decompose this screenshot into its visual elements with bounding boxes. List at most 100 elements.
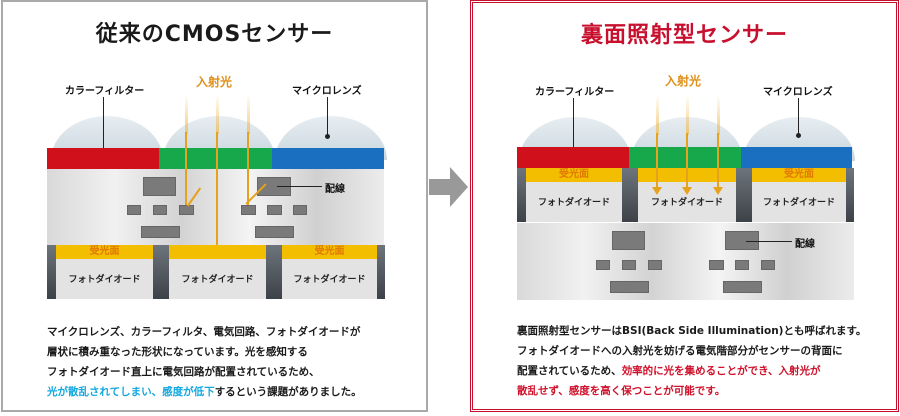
blue-filter bbox=[272, 148, 384, 169]
conventional-cmos-panel: 従来のCMOSセンサー カラーフィルター 入射光 マイクロレンズ 配線 受光面 … bbox=[1, 0, 428, 412]
photodiode: 受光面 フォトダイオード bbox=[752, 168, 846, 222]
description-text: するという課題がありました。 bbox=[214, 386, 362, 398]
light-beam-fade bbox=[216, 94, 219, 134]
light-receiving-surface: 受光面 bbox=[752, 168, 846, 182]
separator bbox=[266, 245, 282, 299]
highlight-text: 散乱せず、感度を高く保つことが可能です。 bbox=[517, 385, 726, 397]
light-beam bbox=[185, 132, 187, 205]
green-filter bbox=[159, 148, 272, 169]
leader-dot bbox=[325, 134, 330, 139]
panel-title: 裏面照射型センサー bbox=[580, 23, 788, 48]
arrowhead-icon bbox=[652, 187, 662, 195]
wiring-block bbox=[255, 226, 294, 238]
blue-filter bbox=[741, 147, 852, 168]
leader-line bbox=[746, 241, 792, 242]
wiring-block bbox=[725, 231, 759, 250]
wiring-block bbox=[735, 260, 749, 270]
incident-light-label: 入射光 bbox=[665, 74, 702, 88]
highlight-text: 効率的に光を集めることができ、入射光が bbox=[621, 365, 821, 377]
description: 裏面照射型センサーはBSI(Back Side Illumination)とも呼… bbox=[517, 321, 866, 401]
wiring-block bbox=[723, 281, 762, 293]
photodiode: 受光面 フォトダイオード bbox=[56, 245, 153, 299]
light-beam-fade bbox=[656, 95, 659, 135]
light-beam-fade bbox=[185, 94, 188, 134]
color-filter-label: カラーフィルター bbox=[65, 86, 145, 97]
light-beam-fade bbox=[247, 94, 250, 134]
wiring-block bbox=[267, 205, 282, 215]
light-beam bbox=[216, 132, 218, 272]
photodiode: 受光面 フォトダイオード bbox=[526, 168, 622, 222]
photodiode-label: フォトダイオード bbox=[762, 198, 835, 208]
leader-line bbox=[277, 186, 322, 187]
green-filter bbox=[629, 147, 741, 168]
photodiode: フォトダイオード bbox=[169, 245, 266, 299]
separator bbox=[47, 245, 56, 299]
description-line: フォトダイオードへの入射光を妨げる電気階部分がセンサーの背面に bbox=[517, 345, 843, 357]
circuit-layer bbox=[517, 223, 854, 300]
separator bbox=[846, 168, 854, 222]
wiring-block bbox=[610, 281, 649, 293]
light-beam-fade bbox=[717, 95, 720, 135]
description-line: 裏面照射型センサーはBSI(Back Side Illumination)とも呼… bbox=[517, 325, 867, 337]
wiring-block bbox=[648, 260, 662, 270]
light-receiving-surface bbox=[169, 245, 266, 259]
wiring-block bbox=[622, 260, 636, 270]
highlight-text: 光が散乱されてしまい、感度が低下 bbox=[47, 386, 215, 398]
light-receiving-surface: 受光面 bbox=[282, 245, 377, 259]
wiring-label: 配線 bbox=[325, 184, 345, 195]
light-beam bbox=[686, 133, 688, 188]
photodiode-label: フォトダイオード bbox=[293, 275, 366, 285]
description-text: 配置されているため、 bbox=[517, 365, 622, 377]
microlens-label: マイクロレンズ bbox=[292, 86, 362, 97]
red-filter bbox=[47, 148, 159, 169]
wiring-block bbox=[612, 231, 645, 250]
incident-light-label: 入射光 bbox=[196, 75, 233, 89]
light-beam bbox=[656, 133, 658, 188]
leader-dot bbox=[796, 133, 801, 138]
leader-line bbox=[573, 98, 574, 153]
photodiode-label: フォトダイオード bbox=[537, 198, 610, 208]
separator bbox=[622, 168, 638, 222]
wiring-block bbox=[596, 260, 610, 270]
photodiode-label: フォトダイオード bbox=[68, 275, 141, 285]
wiring-block bbox=[127, 205, 141, 215]
wiring-block bbox=[709, 260, 724, 270]
light-beam bbox=[717, 133, 719, 188]
red-filter bbox=[517, 147, 629, 168]
backside-illuminated-panel: 裏面照射型センサー カラーフィルター 入射光 マイクロレンズ 受光面 フォトダイ… bbox=[470, 0, 899, 412]
wiring-block bbox=[241, 205, 256, 215]
description: マイクロレンズ、カラーフィルタ、電気回路、フォトダイオードが 層状に積み重なった… bbox=[47, 322, 362, 402]
light-receiving-surface: 受光面 bbox=[56, 245, 153, 259]
arrowhead-icon bbox=[682, 187, 692, 195]
separator bbox=[517, 168, 526, 222]
microlens-label: マイクロレンズ bbox=[763, 87, 833, 98]
photodiode-label: フォトダイオード bbox=[181, 275, 254, 285]
wiring-block bbox=[153, 205, 167, 215]
wiring-block bbox=[293, 205, 307, 215]
description-line: 層状に積み重なった形状になっています。光を感知する bbox=[47, 346, 308, 358]
description-line: マイクロレンズ、カラーフィルタ、電気回路、フォトダイオードが bbox=[47, 326, 361, 338]
wiring-block bbox=[143, 177, 176, 196]
description-line: 配置されているため、効率的に光を集めることができ、入射光が bbox=[517, 361, 866, 381]
light-beam bbox=[247, 132, 249, 205]
leader-line bbox=[327, 97, 328, 135]
wiring-block bbox=[761, 260, 775, 270]
photodiode: 受光面 フォトダイオード bbox=[282, 245, 377, 299]
wiring-block bbox=[179, 205, 194, 215]
description-line: フォトダイオード直上に電気回路が配置されているため、 bbox=[47, 366, 320, 378]
separator bbox=[736, 168, 752, 222]
leader-line bbox=[103, 97, 104, 152]
color-filter-label: カラーフィルター bbox=[535, 87, 615, 98]
separator bbox=[377, 245, 385, 299]
description-line: 光が散乱されてしまい、感度が低下するという課題がありました。 bbox=[47, 382, 362, 402]
light-receiving-surface: 受光面 bbox=[526, 168, 622, 182]
circuit-layer bbox=[47, 169, 384, 245]
separator bbox=[153, 245, 169, 299]
panel-title: 従来のCMOSセンサー bbox=[95, 22, 334, 47]
wiring-label: 配線 bbox=[795, 239, 815, 250]
leader-line bbox=[798, 98, 799, 135]
arrowhead-icon bbox=[713, 187, 723, 195]
photodiode-label: フォトダイオード bbox=[650, 198, 723, 208]
wiring-block bbox=[141, 226, 180, 238]
light-beam-fade bbox=[686, 95, 689, 135]
